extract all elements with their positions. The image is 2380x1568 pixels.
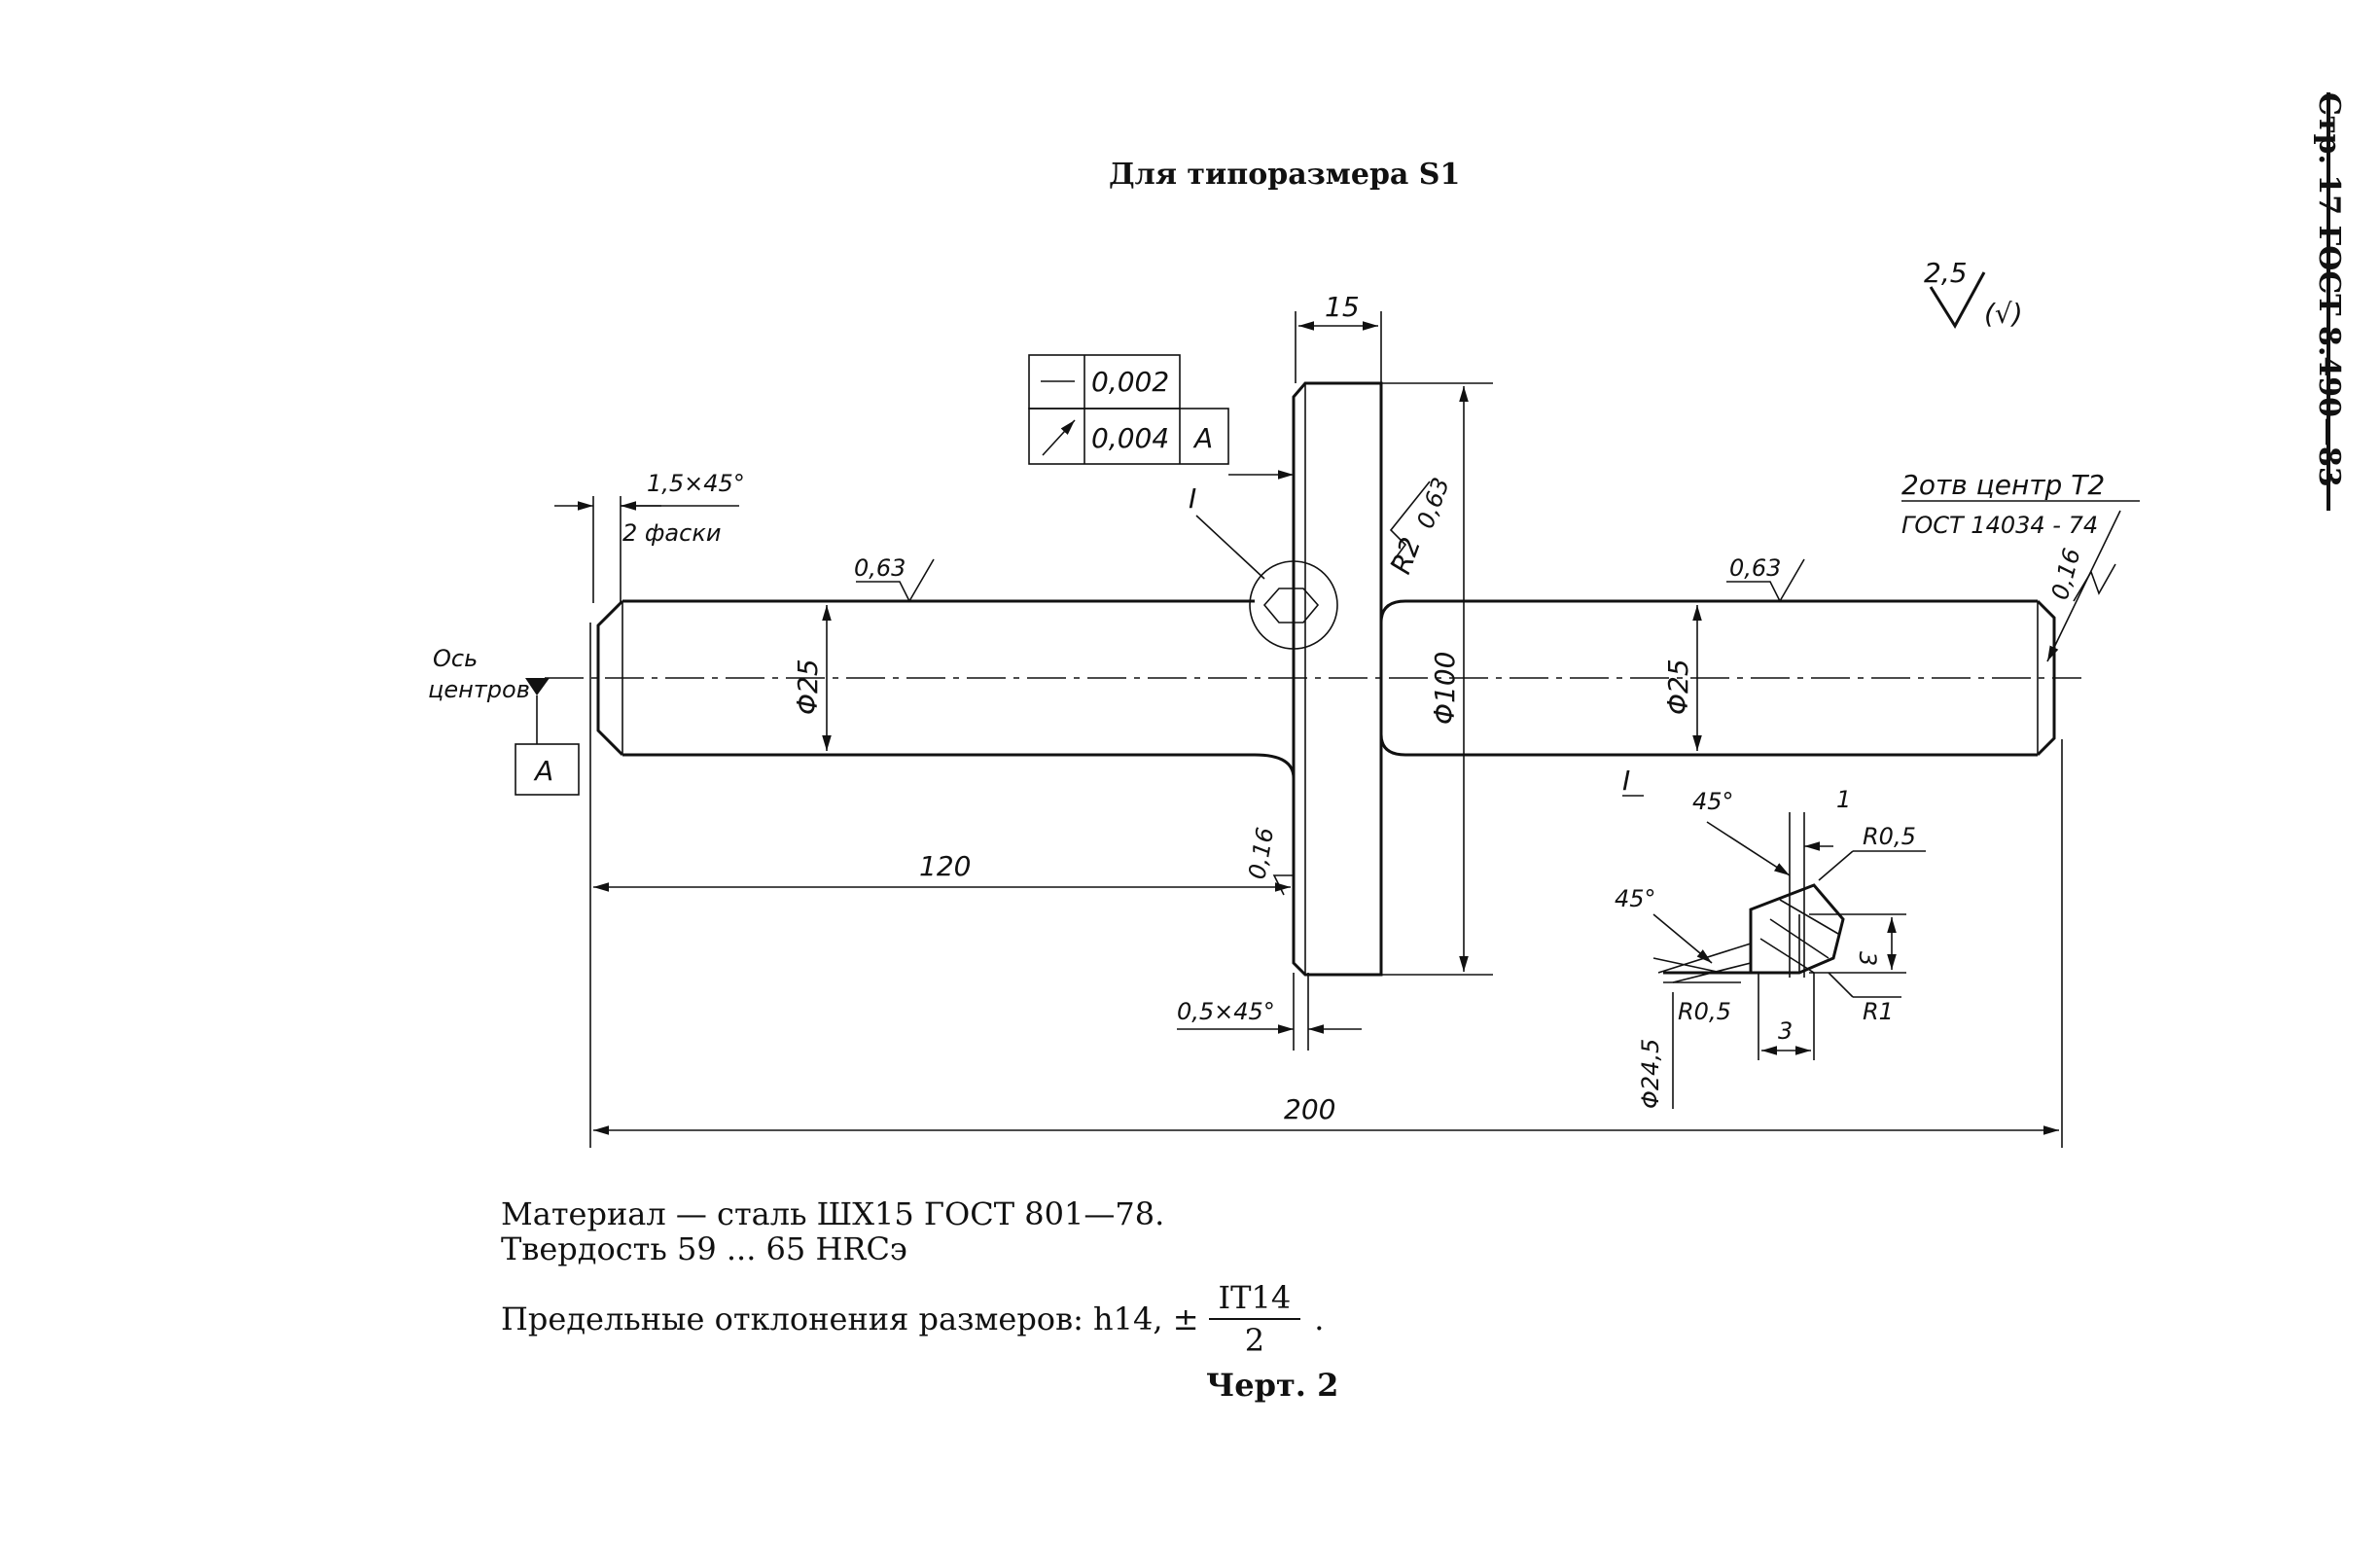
- flange-chamfer-label: 0,5×45°: [1177, 998, 1275, 1025]
- flange-width-label: 15: [1325, 291, 1360, 323]
- roughness-shaft-right: 0,63: [1726, 554, 1805, 603]
- runout-datum-ref: A: [1192, 422, 1213, 454]
- material-line: Материал — сталь ШХ15 ГОСТ 801—78.: [501, 1195, 1165, 1232]
- chamfer-size-label: 1,5×45°: [647, 470, 745, 497]
- straightness-value: 0,002: [1091, 366, 1169, 398]
- svg-text:R0,5: R0,5: [1678, 998, 1731, 1025]
- header-rule: [2327, 92, 2330, 511]
- datum-a: A Ось центров: [428, 645, 580, 796]
- detail-callout-leader: [1195, 515, 1265, 580]
- roughness-flange-face: 0,16: [1243, 826, 1294, 896]
- left-shaft-outline: [596, 599, 1255, 757]
- center-hole-leader: [2046, 510, 2121, 662]
- detail-label: I: [1622, 765, 1630, 797]
- svg-text:R0,5: R0,5: [1863, 823, 1916, 850]
- axis-label-line1: Ось: [433, 645, 478, 672]
- svg-text:0,63: 0,63: [1729, 554, 1781, 582]
- svg-text:(√): (√): [1984, 298, 2023, 330]
- flange-outline: [1292, 381, 1383, 977]
- detail-callout-label: I: [1189, 482, 1196, 515]
- svg-text:0,16: 0,16: [1243, 826, 1279, 881]
- length-120-label: 120: [919, 850, 971, 882]
- svg-text:45°: 45°: [1692, 788, 1734, 815]
- drawing-caption: Черт. 2: [1206, 1367, 1339, 1404]
- left-dia-label: Φ25: [792, 659, 824, 715]
- svg-text:Φ24,5: Φ24,5: [1637, 1039, 1664, 1109]
- flange-left-fillet: [1254, 753, 1296, 779]
- center-hole-note-2: ГОСТ 14034 - 74: [1901, 512, 2098, 539]
- tolerance-denominator: 2: [1244, 1322, 1265, 1359]
- svg-text:0,63: 0,63: [1411, 474, 1455, 532]
- flange-right-fillet: [1379, 599, 1406, 757]
- overall-length-label: 200: [1284, 1093, 1335, 1125]
- tolerance-numerator: IT14: [1208, 1279, 1301, 1320]
- svg-text:R1: R1: [1863, 998, 1894, 1025]
- center-hole-note-1: 2отв центр T2: [1901, 469, 2105, 501]
- geometric-tolerance-frame: 0,002 0,004 A: [1028, 354, 1294, 480]
- svg-text:0,63: 0,63: [854, 554, 906, 582]
- svg-text:2,5: 2,5: [1924, 257, 1968, 289]
- roughness-shaft-left: 0,63: [854, 554, 935, 603]
- tolerance-suffix: .: [1314, 1301, 1325, 1337]
- runout-value: 0,004: [1091, 422, 1169, 454]
- svg-text:45°: 45°: [1615, 885, 1656, 912]
- flange-dia-label: Φ100: [1429, 652, 1461, 725]
- detail-view: I 1 45° R0,5 45° 3 R0,5 R1 3: [1615, 765, 1926, 1109]
- svg-text:3: 3: [1778, 1017, 1793, 1045]
- detail-profile: [1663, 883, 1845, 975]
- tolerance-fraction: IT14 2: [1208, 1279, 1301, 1359]
- chamfer-note-label: 2 фаски: [622, 519, 721, 547]
- datum-letter: A: [533, 755, 553, 787]
- detail-callout-groove: [1262, 588, 1320, 624]
- material-notes: Материал — сталь ШХ15 ГОСТ 801—78. Тверд…: [501, 1196, 1164, 1266]
- tolerance-prefix: Предельные отклонения размеров: h14, ±: [501, 1301, 1199, 1337]
- svg-text:1: 1: [1836, 786, 1851, 813]
- sheet-title: Для типоразмера S1: [1109, 158, 1461, 192]
- detail-callout-circle: [1249, 560, 1338, 650]
- hardness-line: Твердость 59 ... 65 HRCэ: [501, 1230, 907, 1267]
- general-roughness: 2,5 (√): [1924, 257, 2023, 330]
- right-shaft-outline: [1405, 599, 2056, 757]
- flange-radius-label: R2: [1385, 533, 1428, 578]
- right-dia-label: Φ25: [1662, 659, 1694, 715]
- svg-text:3: 3: [1854, 951, 1881, 966]
- tolerance-note: Предельные отклонения размеров: h14, ± I…: [501, 1279, 1324, 1359]
- axis-label-line2: центров: [428, 676, 530, 703]
